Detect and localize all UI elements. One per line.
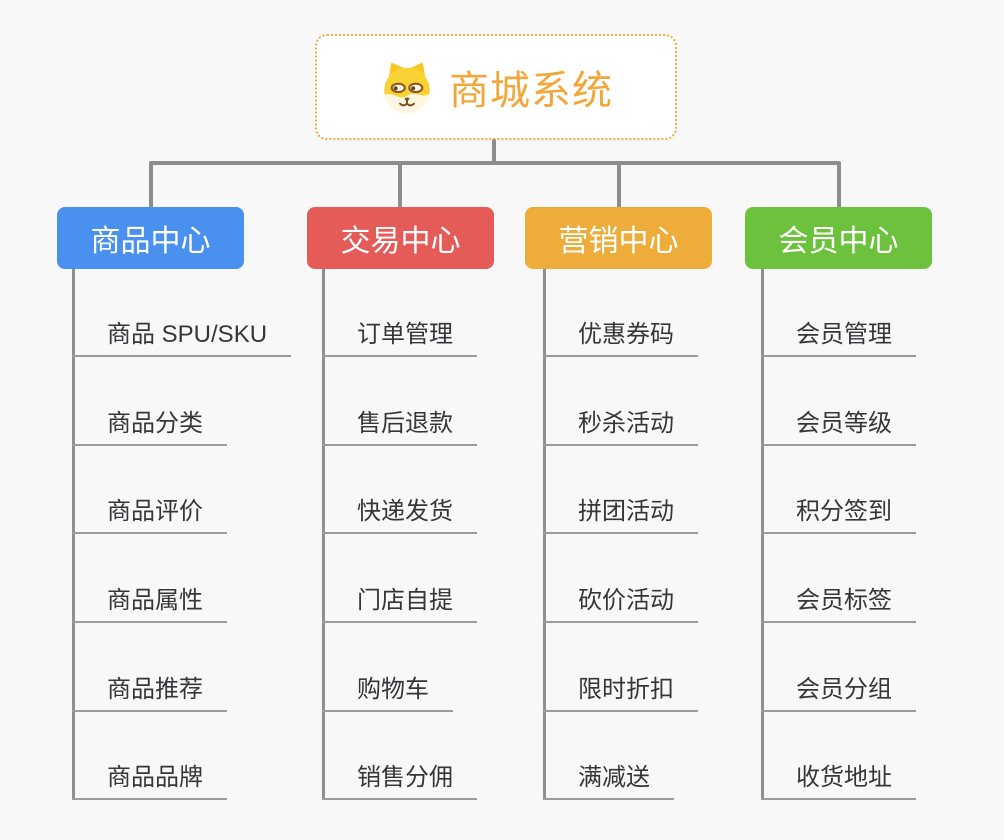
leaf-item[interactable]: 会员标签 bbox=[761, 585, 916, 623]
leaf-item[interactable]: 快递发货 bbox=[322, 496, 477, 534]
leaf-item[interactable]: 订单管理 bbox=[322, 319, 477, 357]
root-title: 商城系统 bbox=[449, 69, 613, 113]
connector-drop bbox=[837, 163, 841, 208]
leaf-item[interactable]: 商品 SPU/SKU bbox=[72, 319, 292, 357]
leaf-item[interactable]: 购物车 bbox=[322, 674, 453, 712]
leaf-item[interactable]: 限时折扣 bbox=[543, 674, 698, 712]
connector-trunk bbox=[322, 269, 325, 800]
connector-drop bbox=[398, 163, 402, 208]
connector-drop bbox=[617, 163, 621, 208]
leaf-item[interactable]: 门店自提 bbox=[322, 585, 477, 623]
connector-trunk bbox=[761, 269, 764, 800]
leaf-item[interactable]: 秒杀活动 bbox=[543, 408, 698, 446]
branch-node-marketing-center[interactable]: 营销中心 bbox=[525, 207, 712, 269]
branch-node-member-center[interactable]: 会员中心 bbox=[745, 207, 932, 269]
connector-bus bbox=[149, 161, 841, 165]
dog-face-icon bbox=[379, 59, 435, 115]
connector-root-stem bbox=[492, 139, 496, 164]
leaf-item[interactable]: 会员等级 bbox=[761, 408, 916, 446]
leaf-item[interactable]: 商品属性 bbox=[72, 585, 227, 623]
branch-node-product-center[interactable]: 商品中心 bbox=[57, 207, 244, 269]
leaf-item[interactable]: 砍价活动 bbox=[543, 585, 698, 623]
leaf-item[interactable]: 收货地址 bbox=[761, 762, 916, 800]
leaf-item[interactable]: 商品分类 bbox=[72, 408, 227, 446]
connector-trunk bbox=[543, 269, 546, 800]
connector-trunk bbox=[72, 269, 75, 800]
leaf-item[interactable]: 拼团活动 bbox=[543, 496, 698, 534]
leaf-item[interactable]: 优惠券码 bbox=[543, 319, 698, 357]
leaf-item[interactable]: 会员分组 bbox=[761, 674, 916, 712]
leaf-item[interactable]: 售后退款 bbox=[322, 408, 477, 446]
leaf-item[interactable]: 商品品牌 bbox=[72, 762, 227, 800]
leaf-item[interactable]: 商品评价 bbox=[72, 496, 227, 534]
leaf-item[interactable]: 满减送 bbox=[543, 762, 674, 800]
leaf-item[interactable]: 会员管理 bbox=[761, 319, 916, 357]
leaf-item[interactable]: 商品推荐 bbox=[72, 674, 227, 712]
root-node[interactable]: 商城系统 bbox=[315, 34, 677, 140]
connector-drop bbox=[149, 163, 153, 208]
leaf-item[interactable]: 积分签到 bbox=[761, 496, 916, 534]
branch-node-trade-center[interactable]: 交易中心 bbox=[307, 207, 494, 269]
leaf-item[interactable]: 销售分佣 bbox=[322, 762, 477, 800]
